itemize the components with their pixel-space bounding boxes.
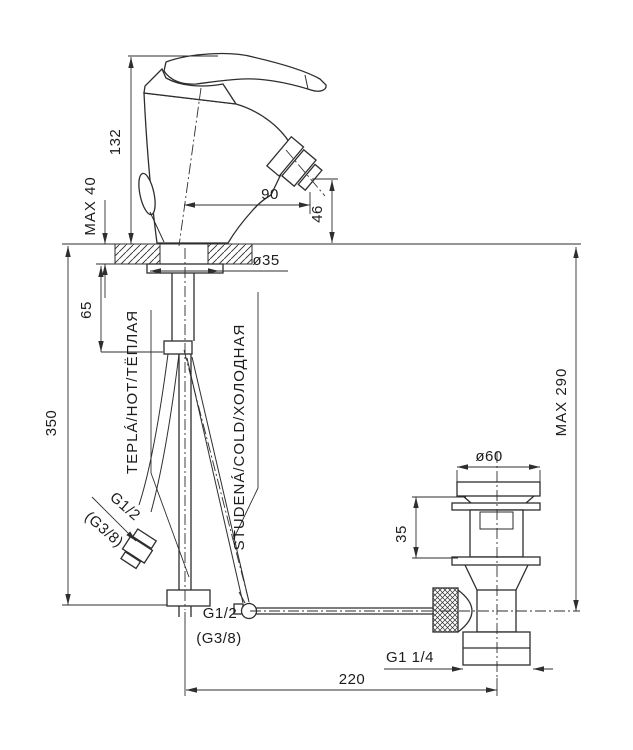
supply-thread-alt-text: (G3/8) bbox=[196, 630, 242, 647]
dim-dia60-text: ø60 bbox=[475, 448, 502, 465]
dim-shank-length: 65 bbox=[78, 266, 163, 353]
dim-drain-thread: G1 1/4 bbox=[384, 649, 553, 672]
dim-dia35-text: ø35 bbox=[252, 252, 279, 269]
popup-knob-stem bbox=[149, 211, 165, 243]
dim-90-text: 90 bbox=[261, 186, 279, 203]
dim-65-text: 65 bbox=[78, 301, 95, 319]
aerator-axis-centerline bbox=[285, 149, 326, 197]
dim-spout-height: 46 bbox=[309, 178, 338, 243]
faucet-axis-centerline bbox=[178, 87, 202, 247]
popup-linkage bbox=[233, 591, 433, 620]
dim-46-text: 46 bbox=[309, 205, 326, 223]
dim-35-drain-text: 35 bbox=[393, 525, 410, 543]
dim-supply-length: 350 bbox=[43, 246, 167, 606]
drain-assembly bbox=[250, 452, 580, 678]
cold-water-label-text: STUDENÁ/COLD/ХОЛОДНАЯ bbox=[231, 324, 248, 551]
aerator bbox=[265, 135, 323, 192]
dim-g114-text: G1 1/4 bbox=[386, 649, 434, 666]
under-deck-plumbing bbox=[120, 248, 253, 617]
dim-max-deck: MAX 40 bbox=[82, 176, 162, 298]
hot-water-label: TEPLÁ/HOT/ТЁПЛАЯ bbox=[124, 310, 190, 578]
drain-flange bbox=[456, 481, 541, 497]
supply-thread-text: G1/2 bbox=[203, 605, 238, 622]
hot-water-label-text: TEPLÁ/HOT/ТЁПЛАЯ bbox=[124, 310, 141, 474]
popup-rod bbox=[186, 357, 244, 604]
dim-drain-body: 35 bbox=[393, 496, 466, 559]
drain-body bbox=[469, 509, 524, 558]
lever-handle bbox=[163, 52, 327, 92]
supply-pipe-nut bbox=[166, 589, 211, 607]
cartridge-cap bbox=[143, 67, 238, 105]
dim-max40-text: MAX 40 bbox=[82, 176, 99, 235]
dim-mounting-hole: ø35 bbox=[150, 252, 288, 274]
drain-window bbox=[479, 511, 514, 530]
dim-rod-span: 220 bbox=[184, 612, 498, 696]
dim-drain-max-depth: MAX 290 bbox=[553, 247, 579, 611]
supply-thread-callout: G1/2 (G3/8) bbox=[196, 605, 242, 647]
hot-hose bbox=[138, 353, 169, 506]
dim-body-height: 132 bbox=[107, 55, 218, 244]
dim-132-text: 132 bbox=[107, 129, 124, 156]
hose-thread-text: G1/2 bbox=[106, 489, 143, 524]
dim-flange-dia: ø60 bbox=[456, 448, 541, 482]
faucet-body bbox=[138, 52, 327, 247]
countertop-section bbox=[62, 243, 581, 274]
dim-max290-text: MAX 290 bbox=[553, 368, 570, 437]
dim-220-text: 220 bbox=[339, 671, 366, 688]
hose-thread-alt-text: (G3/8) bbox=[81, 508, 127, 551]
dim-spout-reach: 90 bbox=[184, 186, 311, 214]
dim-350-text: 350 bbox=[43, 410, 60, 437]
knurled-gland-nut bbox=[432, 587, 459, 633]
cold-water-label: STUDENÁ/COLD/ХОЛОДНАЯ bbox=[231, 292, 259, 551]
shank-nut bbox=[163, 340, 193, 355]
